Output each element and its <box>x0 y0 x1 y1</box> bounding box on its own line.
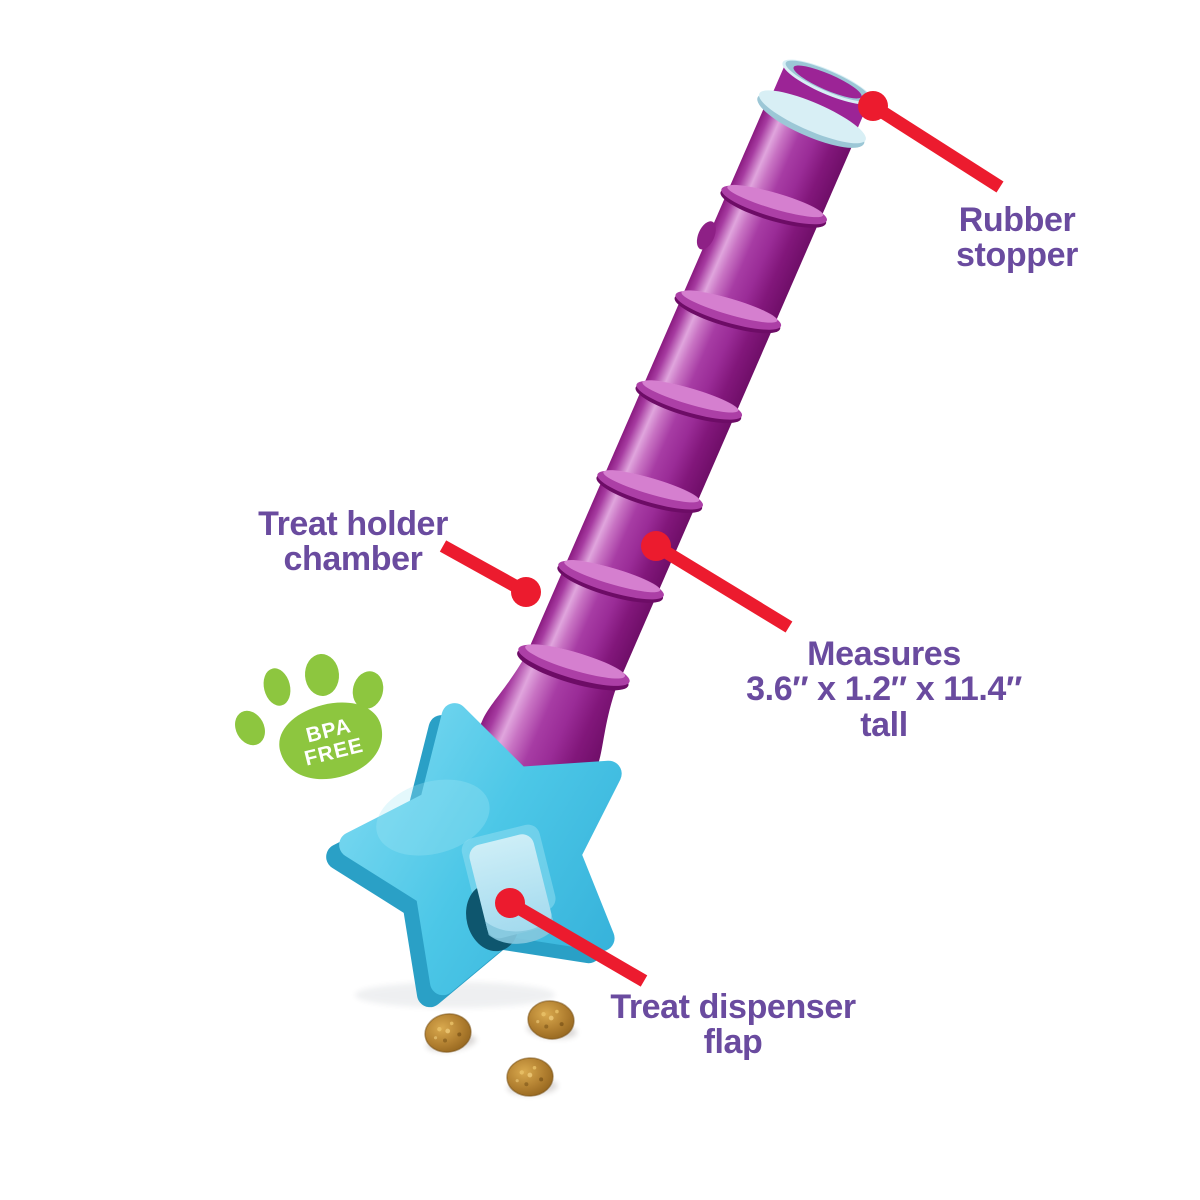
treat-kibble <box>506 1057 558 1098</box>
paw-toe <box>235 710 265 746</box>
treats <box>423 999 580 1097</box>
label-treat-dispenser-flap: Treat dispenser flap <box>610 988 856 1062</box>
callout-dot <box>495 888 525 918</box>
flap-curl <box>485 917 556 944</box>
callout-rubber-stopper <box>858 91 1004 193</box>
paw-toe <box>352 671 384 709</box>
label-treat-holder-chamber: Treat holder chamber <box>258 505 448 579</box>
star-ground-shadow <box>355 982 555 1008</box>
callout-dot <box>858 91 888 121</box>
tube-side-nub <box>696 221 716 250</box>
rubber-stopper-cap <box>757 59 873 148</box>
callout-dispenser-flap <box>495 888 648 987</box>
callout-treat-holder <box>439 540 541 607</box>
label-rubber-stopper: Rubber stopper <box>956 201 1078 275</box>
callout-dot <box>511 577 541 607</box>
bpa-free-badge: BPA FREE <box>235 654 384 780</box>
treat-kibble <box>423 1010 478 1055</box>
callouts <box>439 91 1004 987</box>
paw-pad <box>279 702 383 780</box>
callout-dot <box>641 531 671 561</box>
paw-toe <box>263 668 291 706</box>
paw-toe <box>304 654 340 696</box>
tube-ridges <box>517 184 827 691</box>
callout-measures <box>641 531 793 633</box>
treat-kibble <box>526 999 580 1042</box>
label-measures: Measures 3.6″ x 1.2″ x 11.4″ tall <box>746 635 1022 744</box>
